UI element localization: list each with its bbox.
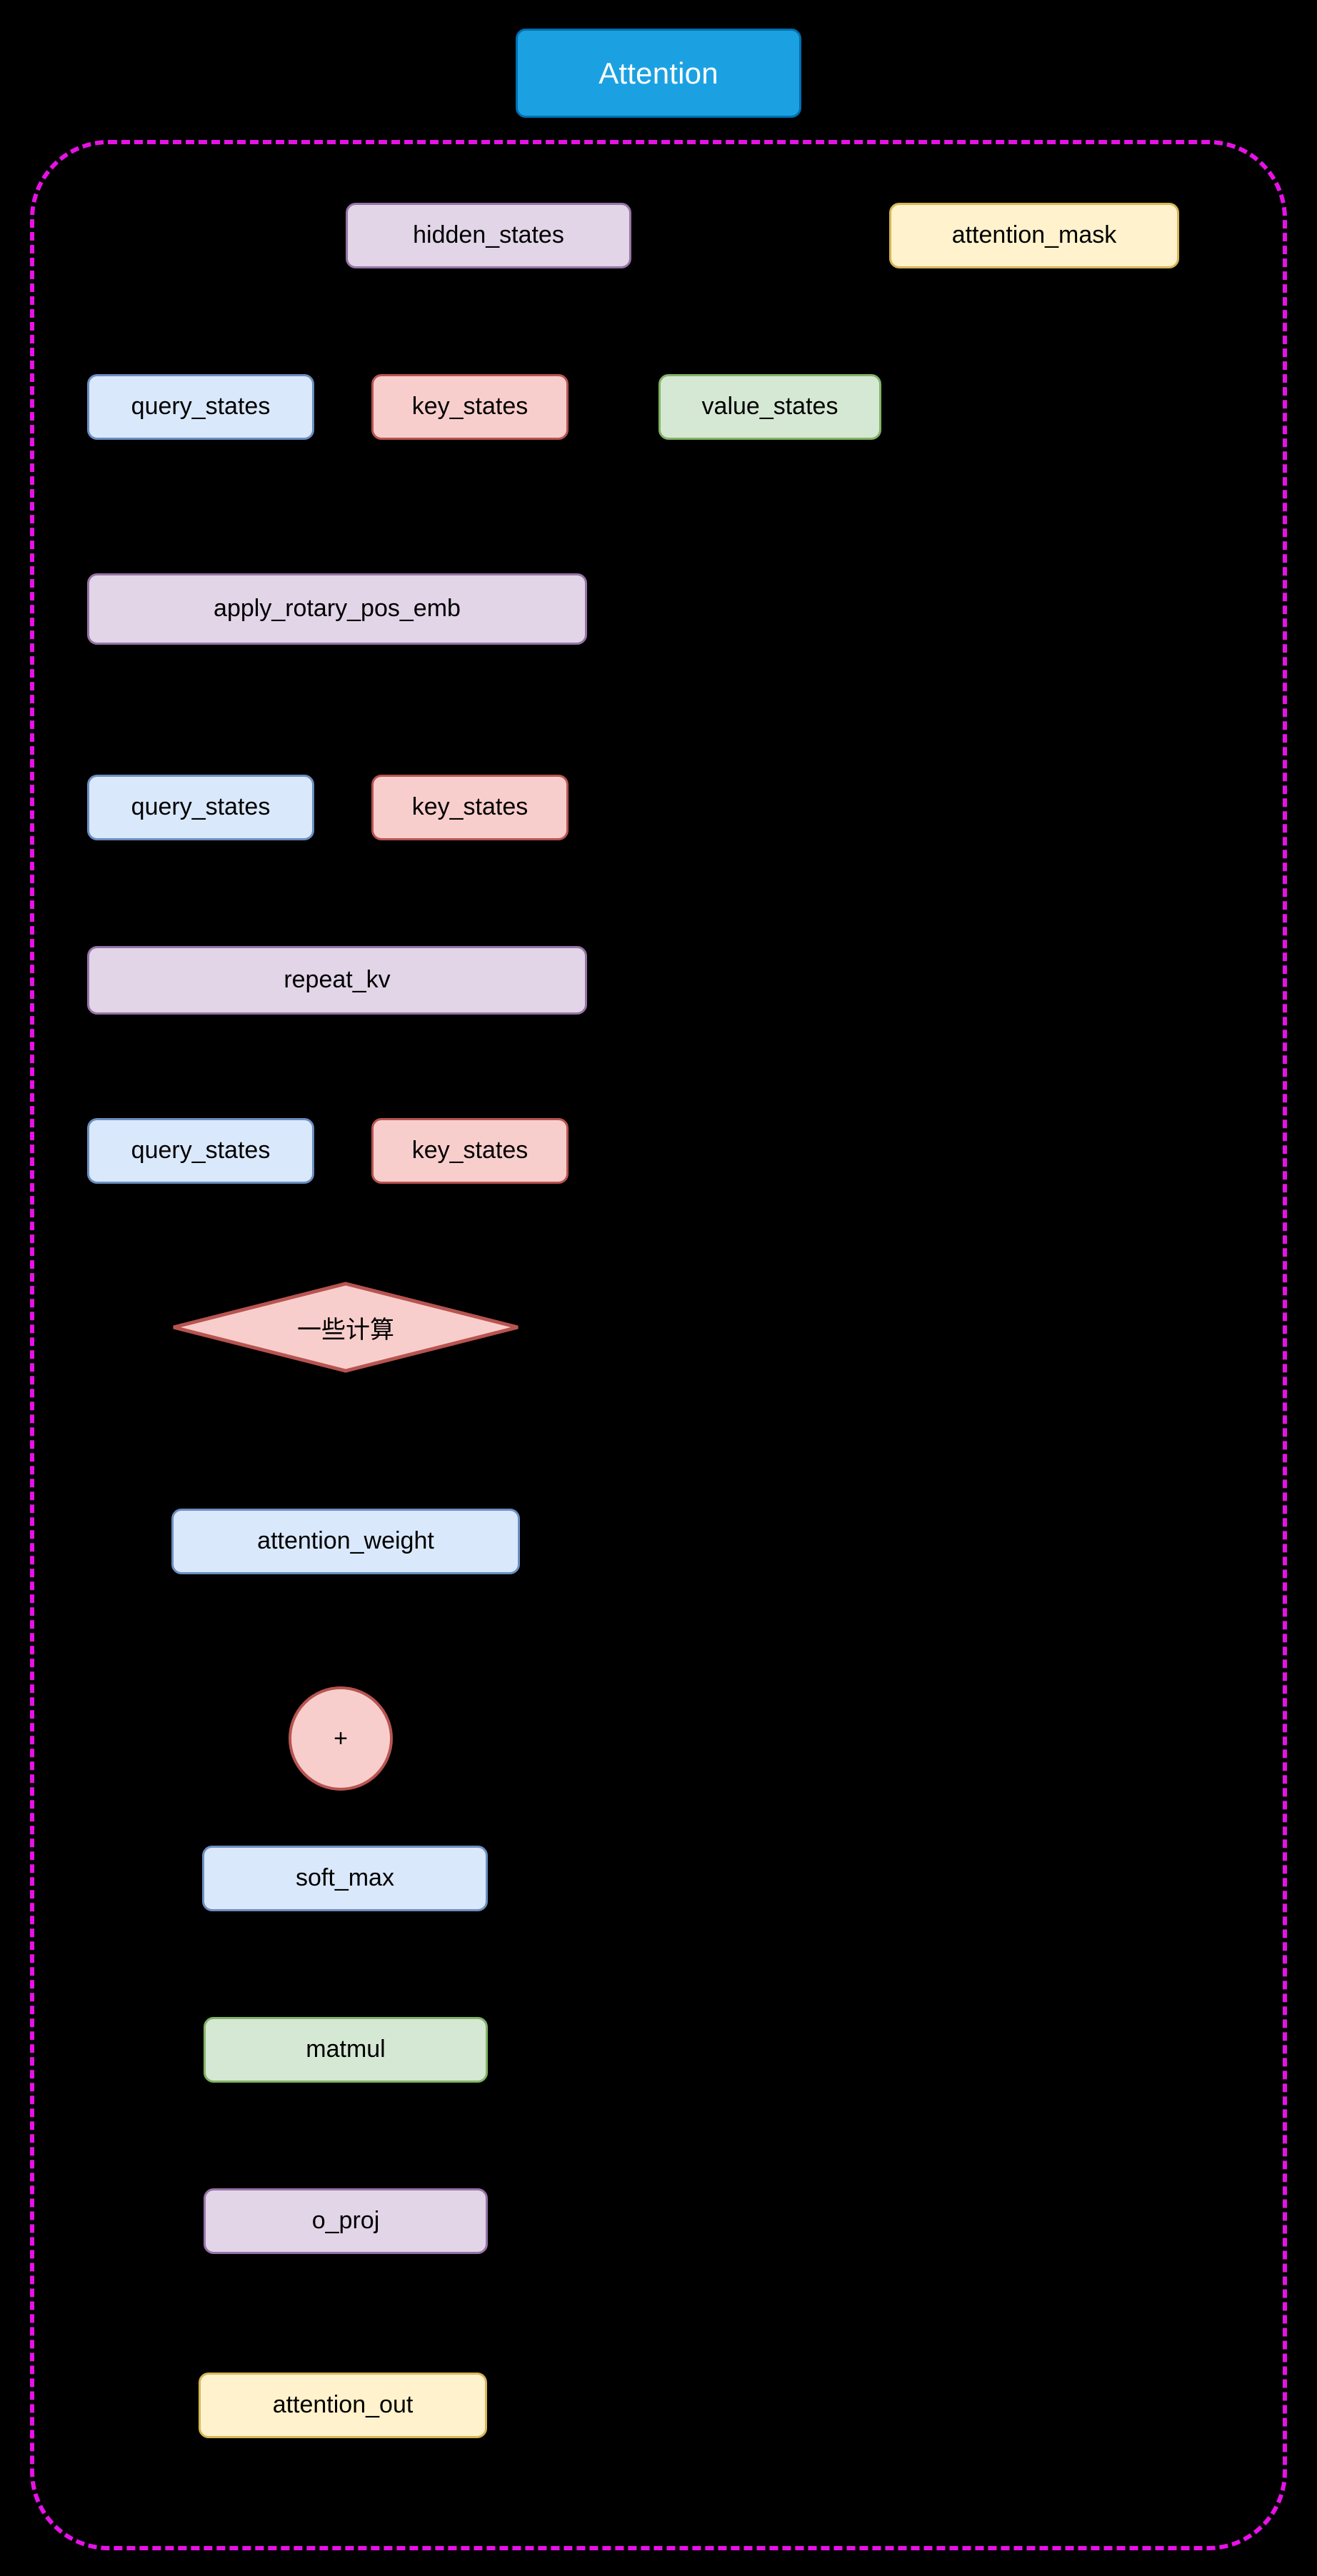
diamond-shape-icon (173, 1282, 519, 1373)
node-attention-weight[interactable]: attention_weight (171, 1509, 520, 1574)
node-matmul[interactable]: matmul (204, 2017, 488, 2083)
node-repeat-kv[interactable]: repeat_kv (87, 946, 587, 1015)
node-value-states[interactable]: value_states (658, 374, 881, 440)
node-key-states-3[interactable]: key_states (371, 1118, 569, 1184)
node-query-states-1[interactable]: query_states (87, 374, 314, 440)
node-attention-mask[interactable]: attention_mask (889, 203, 1179, 268)
node-query-states-2[interactable]: query_states (87, 775, 314, 840)
node-apply-rotary-pos-emb[interactable]: apply_rotary_pos_emb (87, 573, 587, 645)
node-attention-out[interactable]: attention_out (199, 2373, 487, 2438)
node-key-states-1[interactable]: key_states (371, 374, 569, 440)
node-query-states-3[interactable]: query_states (87, 1118, 314, 1184)
node-key-states-2[interactable]: key_states (371, 775, 569, 840)
node-o-proj[interactable]: o_proj (204, 2188, 488, 2254)
attention-subgraph-container (30, 140, 1287, 2550)
node-some-computation-label: 一些计算 (297, 1316, 394, 1344)
node-hidden-states[interactable]: hidden_states (346, 203, 631, 268)
node-soft-max[interactable]: soft_max (202, 1846, 488, 1911)
node-plus-operator[interactable]: + (289, 1686, 393, 1791)
diagram-title: Attention (516, 29, 801, 118)
node-some-computation[interactable]: 一些计算 (171, 1282, 520, 1373)
